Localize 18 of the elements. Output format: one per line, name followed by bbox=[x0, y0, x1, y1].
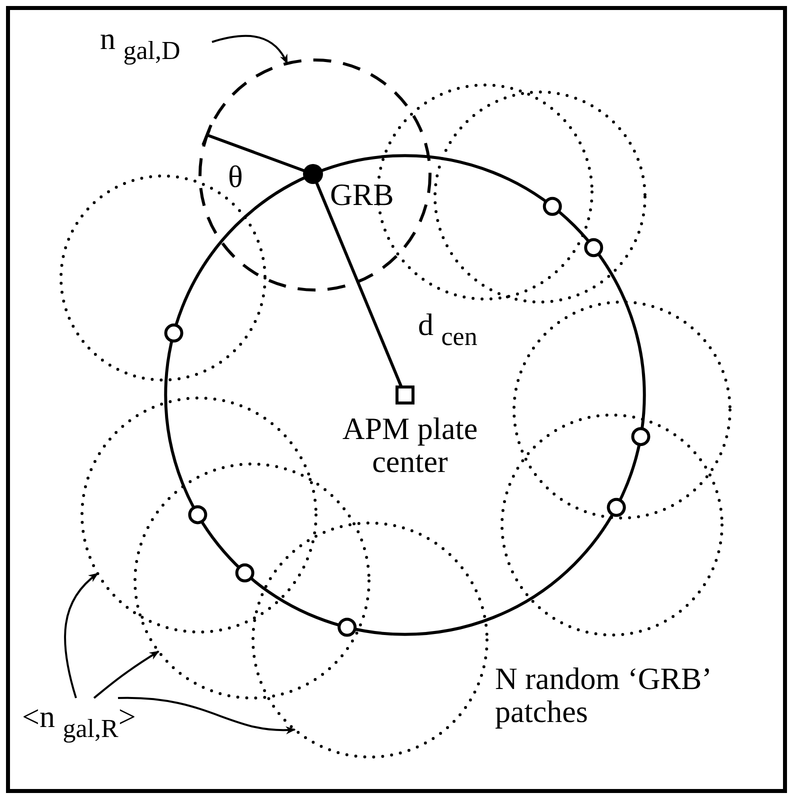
point-label: APM plate center bbox=[341, 412, 479, 478]
annotation-text: N random ‘GRB’ patches bbox=[495, 662, 711, 728]
leader-line bbox=[212, 34, 288, 64]
dotted-patch-circle bbox=[80, 396, 318, 634]
distance-label: d $_{cen}$ bbox=[418, 308, 478, 353]
dashed-patch-circle bbox=[198, 58, 432, 292]
dotted-patch-circle bbox=[500, 414, 724, 636]
dotted-patch-circle bbox=[512, 300, 732, 520]
leader-line bbox=[64, 572, 98, 698]
dotted-patch-circle bbox=[134, 462, 370, 700]
leader-line bbox=[118, 697, 296, 734]
dotted-patch-circle bbox=[252, 522, 488, 758]
angle-symbol: θ bbox=[228, 160, 243, 193]
leader-label: n $_{gal,D}$ bbox=[100, 22, 180, 67]
leader-label: <n $_{gal,R}$> bbox=[22, 700, 136, 745]
dotted-patch-circle bbox=[434, 90, 646, 304]
point-label: GRB bbox=[330, 178, 394, 211]
leader-line bbox=[93, 650, 160, 699]
